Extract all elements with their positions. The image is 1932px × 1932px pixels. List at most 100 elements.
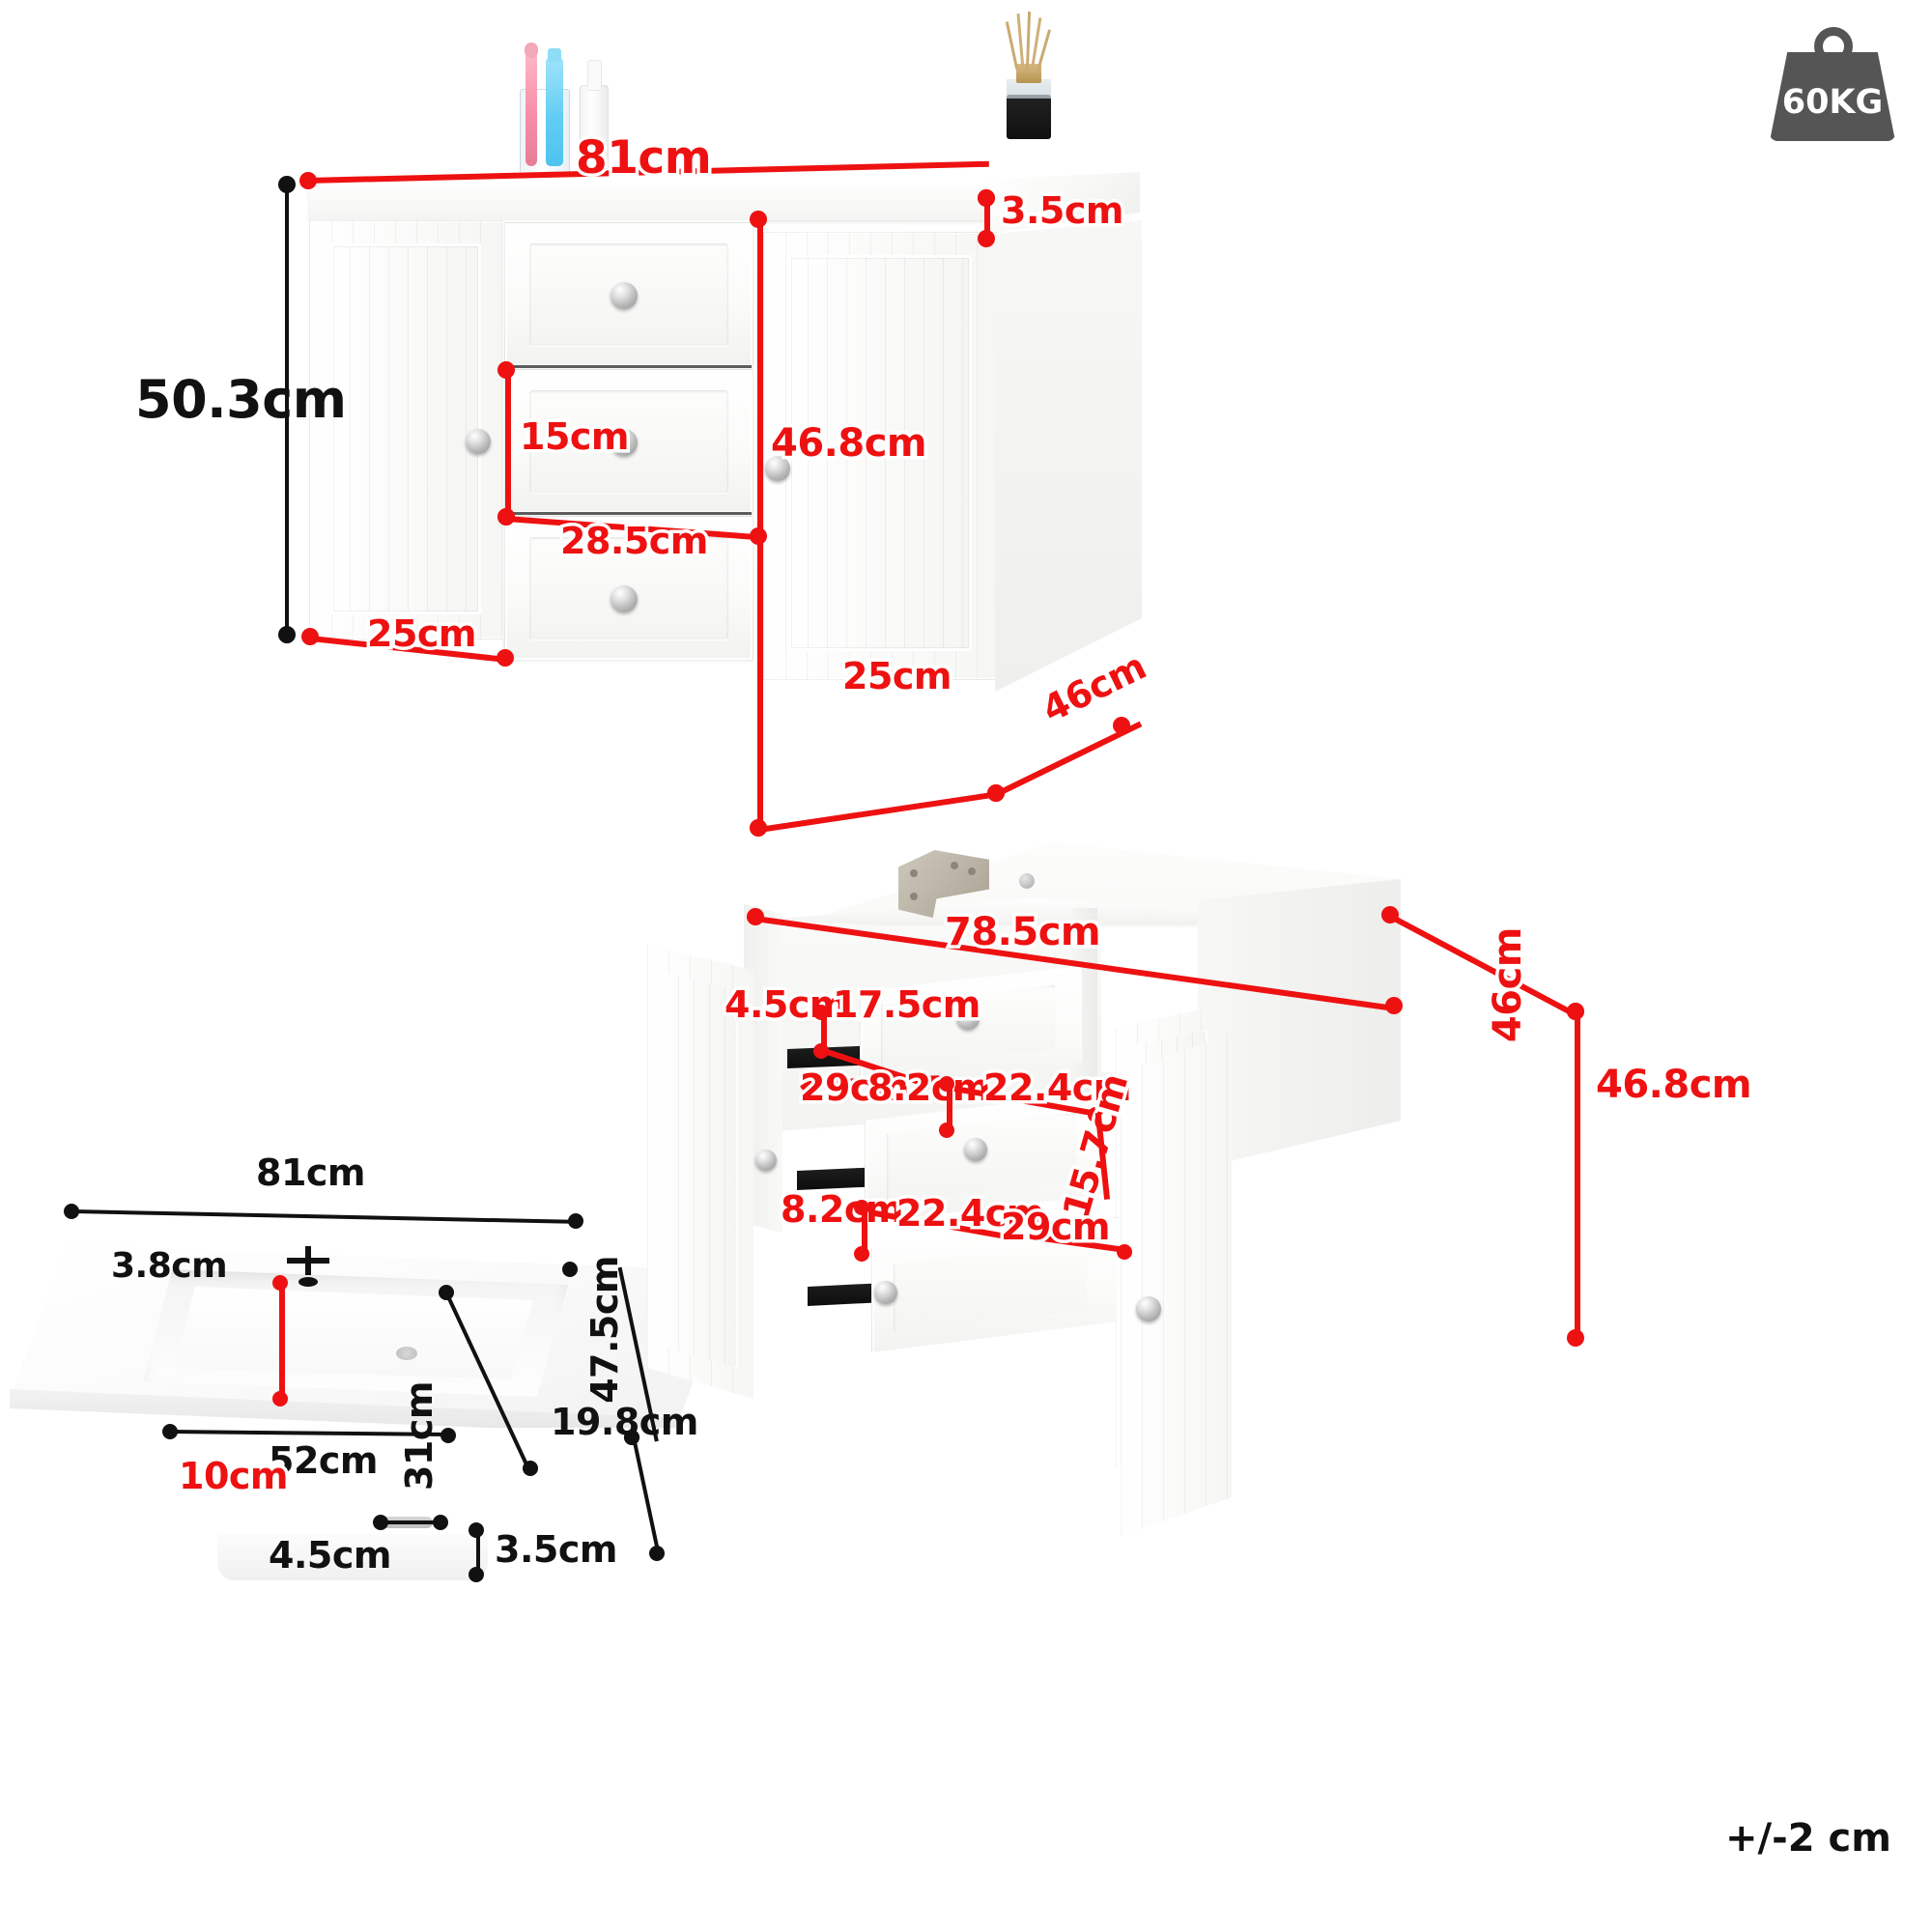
dim-dot-35-bottom [978,230,995,247]
dim-dot-s475-top [562,1262,578,1277]
dim-dot-s81-left [64,1204,79,1219]
dim-line-s10 [279,1281,285,1399]
far-right-open-door[interactable] [1121,1034,1232,1536]
left-door-knob[interactable] [466,429,491,454]
dim-dot-25r-a [750,819,767,837]
toothbrush-pink-tip [525,43,538,58]
cabinet-right-side [995,220,1142,692]
far-right-open-door-knob[interactable] [1136,1296,1161,1321]
dim-line-o46 [1389,914,1576,1017]
left-door-inset [330,243,481,614]
dim-label-15: 15cm [516,412,633,462]
dim-dot-o468-bottom [1567,1329,1584,1347]
reed-stick-3 [1025,11,1032,71]
dim-line-s45 [381,1520,440,1524]
dim-dot-s81-right [568,1213,583,1229]
dim-dot-468-top [750,211,767,228]
dim-label-o224a: 22.4cm [980,1064,1135,1113]
dim-label-25-right: 25cm [838,652,955,701]
dim-dot-o82a-bottom [939,1122,954,1138]
reed-stick-2 [1016,13,1025,71]
dim-label-o82a: 8.2cm [865,1064,994,1113]
bracket-screw-3 [951,862,958,869]
drawer-middle-knob[interactable] [611,429,638,456]
drawer-bottom-knob[interactable] [611,585,638,612]
dim-dot-s198-top [624,1430,639,1445]
dim-line-o468 [1575,1009,1580,1337]
dim-dot-o29a [800,1076,815,1092]
tolerance-note: +/-2 cm [1725,1816,1891,1861]
carcass-right-wall [1198,879,1401,1169]
weight-capacity-label: 60KG [1781,83,1884,122]
dim-label-s10: 10cm [175,1452,292,1501]
dim-dot-81-left [299,172,317,189]
dim-label-o468: 46.8cm [1592,1060,1755,1111]
dim-label-o29a: 29cm [796,1064,913,1113]
dim-label-o785: 78.5cm [941,907,1104,958]
dim-label-o29b: 29cm [997,1203,1114,1252]
weight-capacity-badge: 60KG [1770,27,1895,143]
sink-basin-underside [217,1534,488,1580]
dim-label-o46: 46cm [1483,924,1534,1046]
dim-dot-o46-a [1381,906,1399,923]
dim-dot-s45-a [373,1515,388,1530]
dim-dot-503-top [278,176,296,193]
dim-label-81: 81cm [572,128,715,188]
dim-dot-o45-top [813,1005,829,1020]
dim-label-503: 50.3cm [135,369,347,430]
dim-dot-o82a-top [939,1076,954,1092]
dim-dot-s52-right [440,1428,456,1443]
open-cabinet-view: 78.5cm 46cm 46.8cm 4.5cm 17.5cm 29cm 8.2… [618,802,1932,1671]
toothpaste-tube [546,58,563,166]
bracket-screw-1 [910,869,918,877]
open-drawer-3-knob[interactable] [874,1281,897,1304]
dim-dot-s10-top [272,1275,288,1291]
dim-label-o45: 4.5cm [722,980,851,1030]
dim-label-s52: 52cm [269,1439,379,1482]
right-door-inset [788,255,972,651]
dim-label-o175: 17.5cm [830,980,984,1030]
dim-dot-46-b [1113,717,1130,734]
dim-dot-46-a [987,784,1005,802]
dim-dot-o785-b [1385,997,1403,1014]
dim-dot-285-right [750,527,767,545]
weight-icon [1770,52,1895,141]
drawer-top-knob[interactable] [611,282,638,309]
reed-stick-1 [1005,21,1019,70]
dim-dot-15-top [497,361,515,379]
dim-line-s81 [72,1209,578,1224]
open-drawer-2-knob[interactable] [964,1138,987,1161]
dim-dot-503-bottom [278,626,296,643]
bracket-screw-2 [910,893,918,900]
dim-label-s38: 3.8cm [111,1246,228,1286]
drawer-seam-1 [504,365,752,368]
dim-label-s45: 4.5cm [269,1534,391,1577]
dim-dot-25l-a [301,628,319,645]
dim-line-15 [505,369,511,516]
drawer-seam-2 [504,512,752,515]
dim-dot-s45-b [433,1515,448,1530]
dim-dot-s35-bottom [469,1567,484,1582]
lotion-bottle [580,85,609,170]
dim-label-285: 28.5cm [557,517,712,566]
countertop-front [309,180,985,220]
dim-label-35: 3.5cm [998,186,1127,236]
dim-label-o82b: 8.2cm [778,1185,907,1235]
right-door-knob[interactable] [765,456,790,481]
tap-hole-cross-icon-v [305,1246,311,1275]
bracket-screw-4 [968,867,976,875]
dim-dot-25l-b [497,649,514,667]
left-open-door-knob[interactable] [755,1150,777,1171]
open-drawer-1-knob[interactable] [956,1007,980,1030]
toothpaste-cap [548,48,561,62]
dim-dot-o468-top [1567,1003,1584,1020]
dim-dot-s31-a [439,1285,454,1300]
dim-dot-o785-a [747,908,764,925]
dim-label-s35: 3.5cm [495,1528,617,1571]
left-open-door-inset [663,972,738,1368]
dim-dot-o29b [1117,1244,1132,1260]
dim-dot-35-top [978,189,995,207]
sink-basin-inner [174,1287,533,1379]
sink-basin-view: 81cm 3.8cm 52cm 10cm 31cm 4.5cm 3.5cm [0,1150,831,1748]
